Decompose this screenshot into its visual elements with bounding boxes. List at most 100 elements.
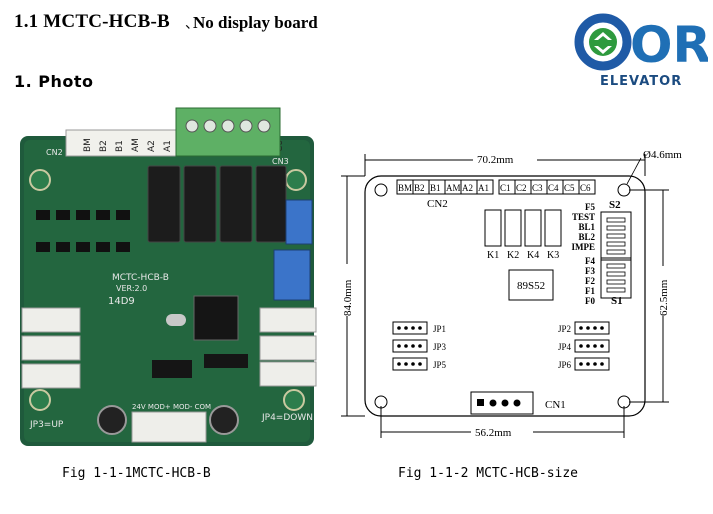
figure-caption-size: Fig 1-1-2 MCTC-HCB-size [398,466,579,481]
dim-hole: Ø4.6mm [643,149,682,161]
jumper-pin [418,344,422,348]
switch-label: F1 [585,286,595,296]
jumper-label: JP5 [433,360,447,370]
photo-pin-label: AM [131,138,141,152]
section-heading-photo: 1. Photo [14,72,94,91]
jumper-pin [411,362,415,366]
diagram-pin-label: C3 [532,183,543,193]
photo-silk-bottom: 24V MOD+ MOD- COM [132,403,211,411]
diagram-pin-label: BM [398,183,412,193]
jumper-label: JP1 [433,324,446,334]
diagram-pin-label: C5 [564,183,575,193]
switch-row [606,225,626,231]
photo-cn3: CN3 [272,157,289,166]
jumper-label: JP4 [558,342,572,352]
jumper-pin [593,344,597,348]
diagram-pin-label: B1 [430,183,441,193]
jumper-pin [404,326,408,330]
page-subtitle: No display board [193,13,318,32]
photo-pin-label: B2 [99,140,109,152]
jumper-box [574,339,610,353]
photo-pin-label: BM [83,138,93,152]
switch-row [606,263,626,269]
jumper-pin [418,326,422,330]
diagram-chip: 89S52 [517,280,545,292]
diagram-pin-label: AM [446,183,461,193]
jumper-box [574,321,610,335]
diagram-pin-label: C2 [516,183,527,193]
dim-height: 84.0mm [342,279,354,316]
jumper-box [392,357,428,371]
switch-label: F2 [585,276,595,286]
jumper-pin [586,362,590,366]
subtitle-mark: 、 [185,16,199,32]
switch-label: F5 [585,202,595,212]
switch-label: TEST [572,212,595,222]
jumper-pin [397,326,401,330]
jumper-box [392,321,428,335]
switch-label: IMPE [572,242,596,252]
jumper-pin [586,344,590,348]
page-title: 1.1 MCTC-HCB-B [14,11,170,32]
jumper-pin [404,344,408,348]
diagram-pin-label: A1 [478,183,489,193]
relay-label: K1 [487,250,499,261]
diagram-pin-box [476,179,494,195]
diagram-cn1: CN1 [545,399,566,411]
relay-label: K3 [547,250,559,261]
diagram-pin-label: B2 [414,183,425,193]
jumper-pin [600,326,604,330]
jumper-pin [593,326,597,330]
figure-caption-photo: Fig 1-1-1MCTC-HCB-B [62,466,211,481]
jumper-pin [579,362,583,366]
switch-row [606,271,626,277]
switch-label: F4 [585,256,595,266]
relay-label: K4 [527,250,539,261]
orb-elevator-logo: ORB [574,13,708,74]
jumper-pin [418,362,422,366]
photo-version: VER:2.0 [116,284,147,293]
jumper-label: JP3 [433,342,447,352]
photo-pin-label: A1 [163,140,173,152]
switch-label: BL1 [578,222,595,232]
jumper-pin [397,344,401,348]
jumper-pin [600,362,604,366]
dim-width: 70.2mm [477,154,514,166]
diagram-pin-label: C4 [548,183,559,193]
dim-bottom-width: 56.2mm [475,427,512,439]
switch-row [606,287,626,293]
jumper-pin [397,362,401,366]
jumper-label: JP6 [558,360,572,370]
diagram-pin-label: A2 [462,183,473,193]
dim-inner-height: 62.5mm [658,279,670,316]
jumper-box [392,339,428,353]
diagram-s2: S2 [609,199,621,211]
jumper-pin [593,362,597,366]
switch-label: F0 [585,296,595,306]
switch-row [606,249,626,255]
switch-row [606,233,626,239]
diagram-s1: S1 [611,295,623,307]
jumper-pin [579,344,583,348]
logo-subtitle: ELEVATOR [600,74,683,89]
jumper-pin [404,362,408,366]
jumper-pin [579,326,583,330]
photo-pin-label: B1 [115,140,125,152]
photo-pin-label: A2 [147,140,157,152]
jumper-pin [411,344,415,348]
diagram-cn2: CN2 [427,198,448,210]
switch-label: BL2 [578,232,595,242]
jumper-pin [600,344,604,348]
jumper-pin [411,326,415,330]
photo-jp4: JP4=DOWN [261,413,313,423]
diagram-pin-label: C6 [580,183,591,193]
switch-row [606,217,626,223]
diagram-pin-box [578,179,596,195]
photo-cn2: CN2 [46,148,63,157]
jumper-pin [586,326,590,330]
relay-label: K2 [507,250,519,261]
logo-letters: ORB [630,16,708,74]
photo-board-name: MCTC-HCB-B [112,273,169,283]
